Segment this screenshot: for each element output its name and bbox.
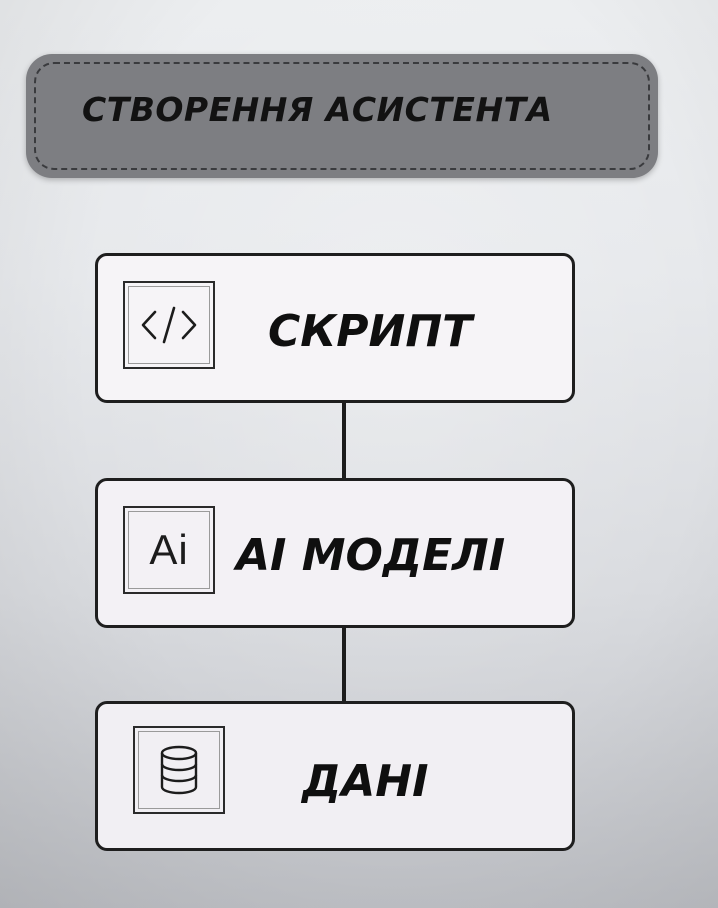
title-banner: СТВОРЕННЯ АСИСТЕНТА	[26, 54, 658, 178]
layer-label-ai-models: AI МОДЕЛІ	[236, 530, 506, 581]
database-icon	[133, 726, 225, 814]
layer-label-data: ДАНІ	[302, 756, 429, 807]
connector-line-1	[342, 402, 346, 480]
layer-card-script: СКРИПТ	[95, 253, 575, 403]
ai-icon-text: Ai	[149, 526, 189, 573]
code-icon	[123, 281, 215, 369]
diagram-title: СТВОРЕННЯ АСИСТЕНТА	[82, 90, 553, 129]
ai-icon: Ai	[123, 506, 215, 594]
connector-line-2	[342, 626, 346, 702]
title-dashed-border	[34, 62, 650, 170]
layer-label-script: СКРИПТ	[268, 306, 473, 357]
layer-card-data: ДАНІ	[95, 701, 575, 851]
layer-card-ai-models: Ai AI МОДЕЛІ	[95, 478, 575, 628]
